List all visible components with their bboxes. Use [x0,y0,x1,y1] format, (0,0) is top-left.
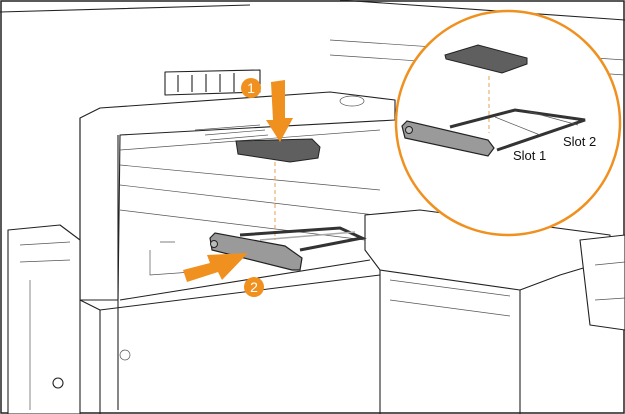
arrow-down-icon [266,80,293,142]
arrow-right-icon [183,253,248,282]
eject-hole-icon [210,240,218,248]
step-1-label: 1 [247,80,255,96]
detail-callout: Slot 1 Slot 2 [394,9,622,237]
slot-1-label: Slot 1 [513,148,546,163]
step-2-label: 2 [250,279,258,295]
detail-sim-card [444,44,528,74]
step-2-badge [244,277,264,297]
step-1-badge [241,78,261,98]
slot-2-label: Slot 2 [563,134,596,149]
detail-sim-tray [401,120,495,157]
sim-card [235,138,321,163]
sim-tray [209,226,367,271]
detail-eject-hole-icon [405,126,413,134]
